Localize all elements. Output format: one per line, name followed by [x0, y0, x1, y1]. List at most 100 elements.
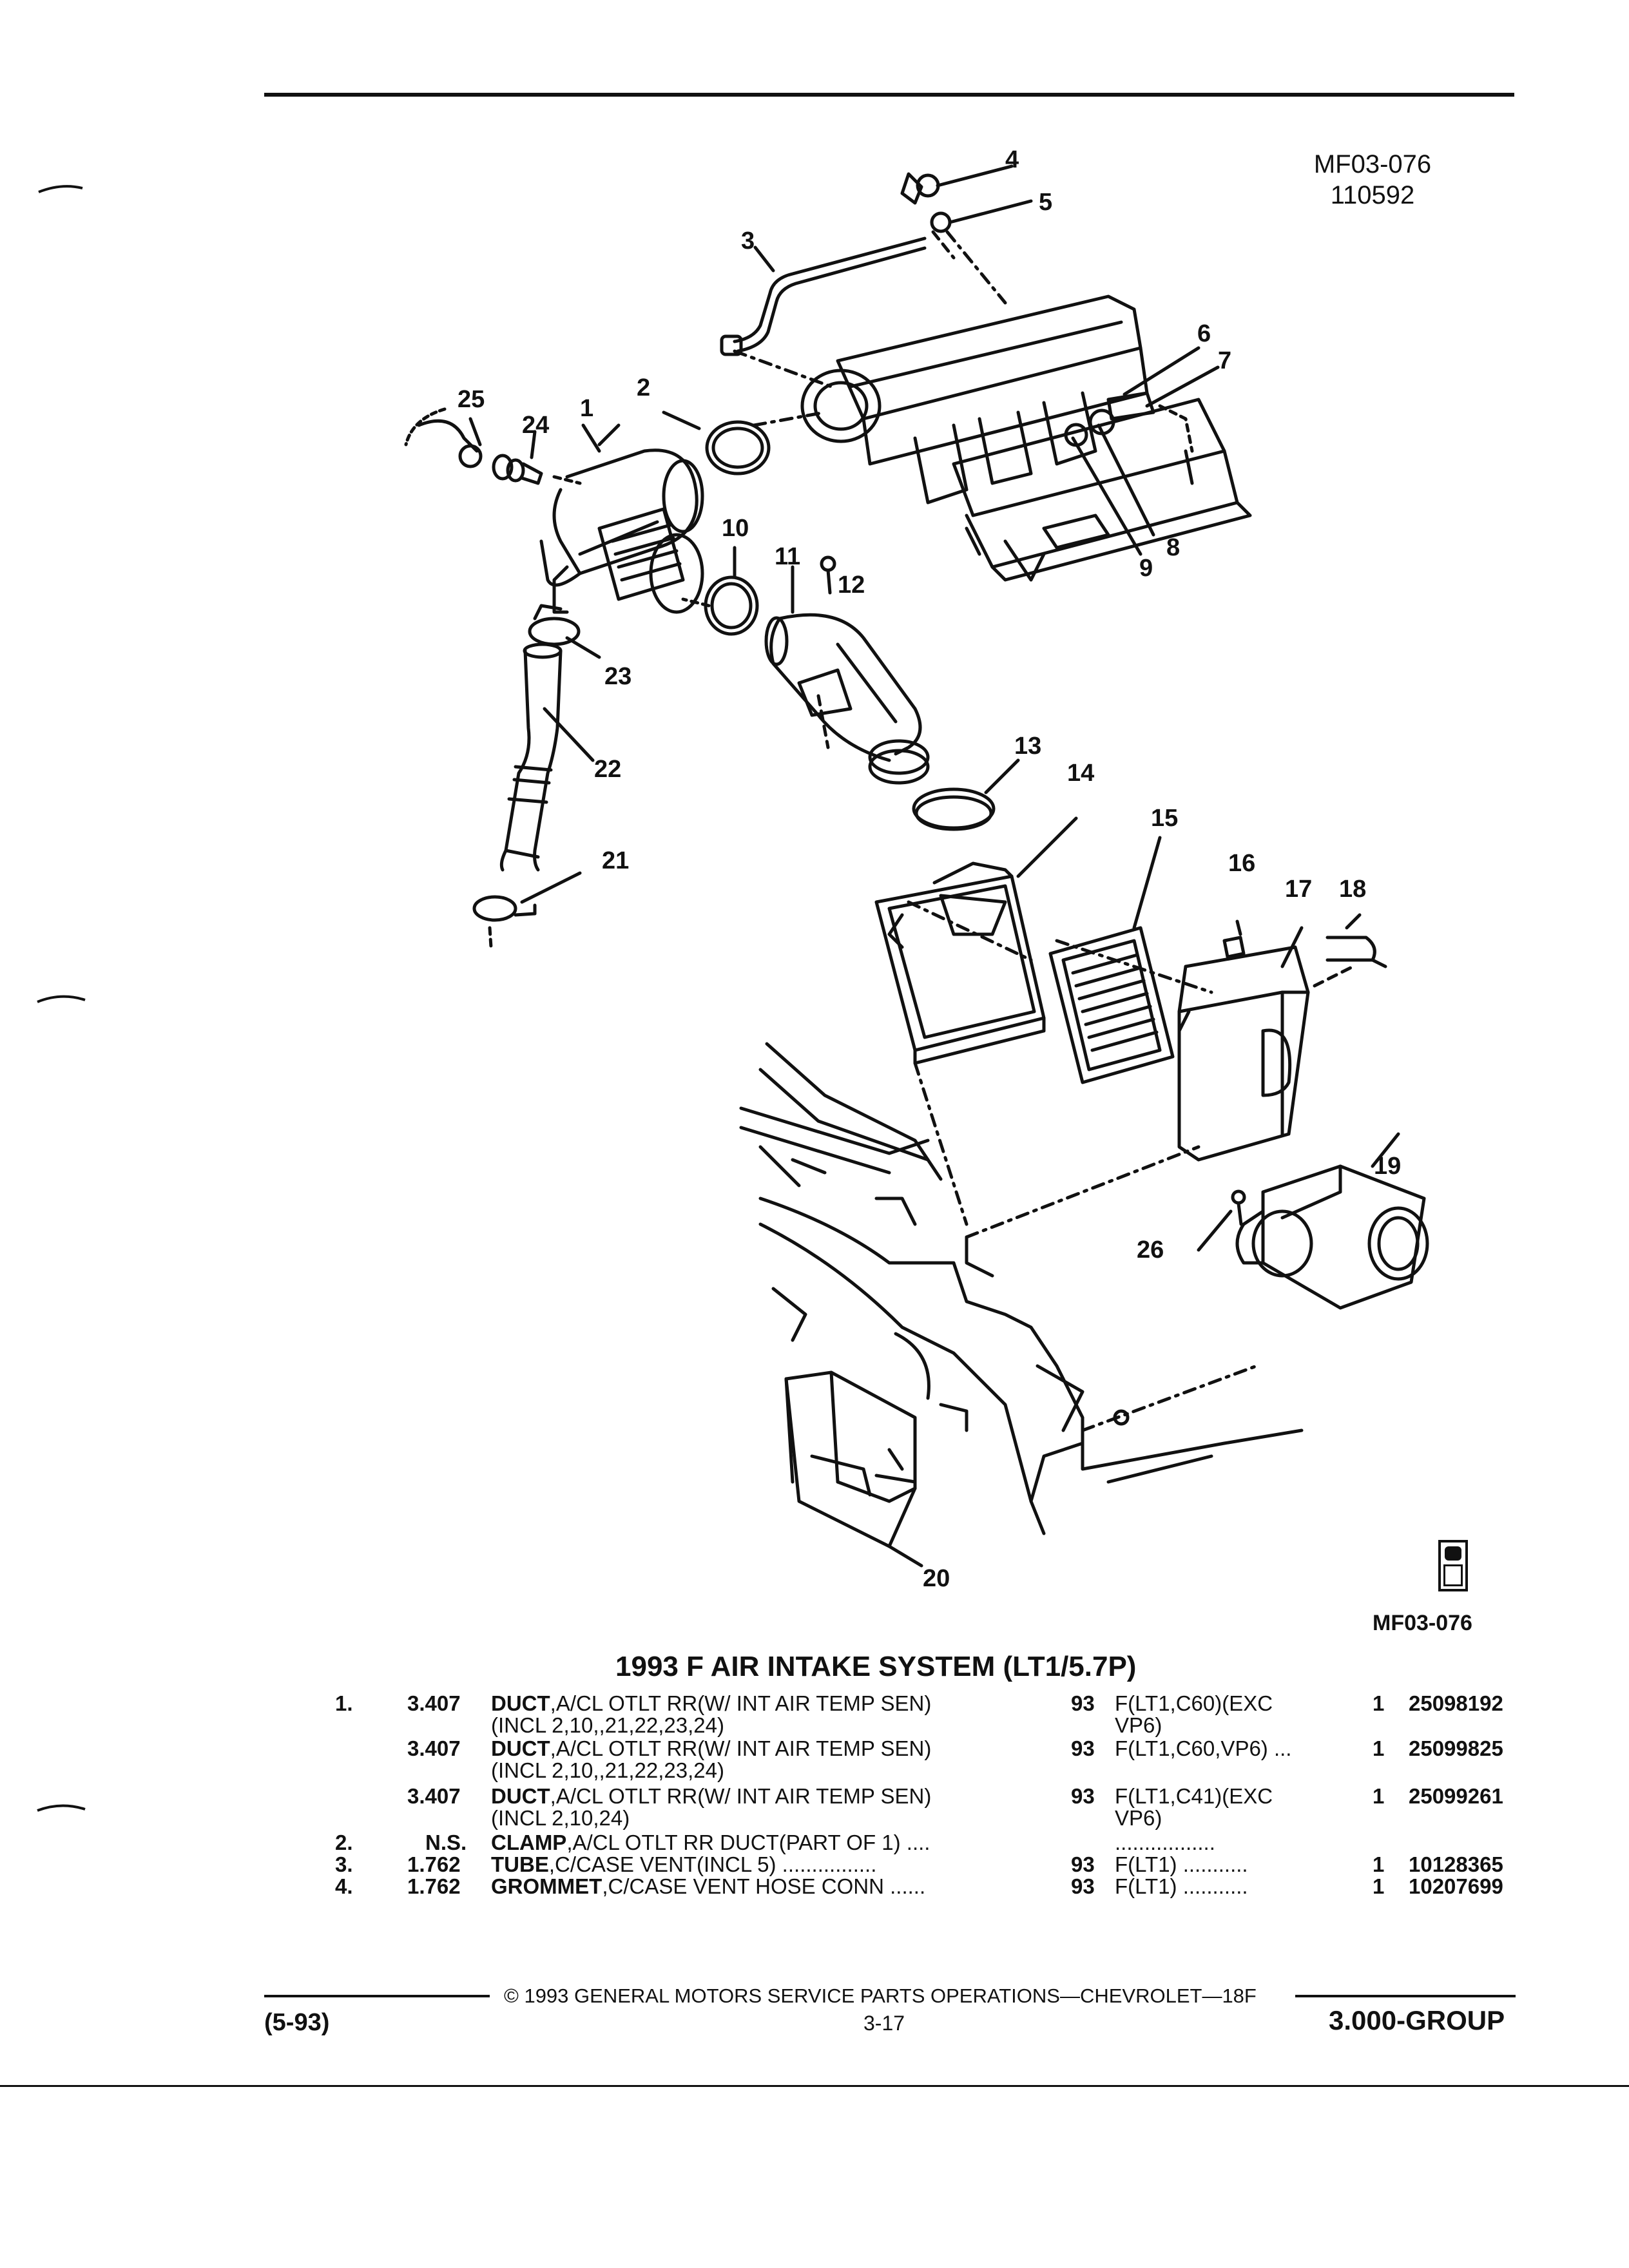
part-desc: ,A/CL OTLT RR DUCT(PART OF 1) .... [566, 1831, 930, 1854]
usage-line2: VP6) [1115, 1713, 1162, 1737]
callout-3: 3 [741, 227, 755, 255]
callout-5: 5 [1039, 189, 1053, 216]
usage: F(LT1) ........... [1115, 1874, 1248, 1898]
duct-part-11 [764, 565, 930, 785]
usage: F(LT1) ........... [1115, 1852, 1248, 1876]
duct-part-1 [539, 423, 704, 614]
year: 93 [1071, 1691, 1095, 1715]
part-description-line2: (INCL 2,10,,21,22,23,24) [491, 1758, 725, 1782]
callout-23: 23 [604, 663, 632, 690]
part-number: 25098192 [1409, 1691, 1503, 1715]
part-name: DUCT [491, 1784, 550, 1808]
quantity: 1 [1373, 1784, 1385, 1808]
bracket-part-20 [784, 1370, 923, 1568]
group-number: 3.407 [407, 1691, 461, 1715]
callout-24: 24 [522, 412, 550, 439]
gm-spo-logo [1438, 1540, 1468, 1591]
callout-16: 16 [1228, 850, 1256, 877]
bottom-rule [0, 2085, 1629, 2087]
part-number: 10128365 [1409, 1852, 1503, 1876]
callout-20: 20 [923, 1565, 950, 1592]
part-name: GROMMET [491, 1874, 602, 1898]
group-label: 3.000-GROUP [1329, 2005, 1505, 2035]
callout-19: 19 [1374, 1153, 1402, 1180]
group-number: 1.762 [407, 1852, 461, 1876]
part-description: DUCT,A/CL OTLT RR(W/ INT AIR TEMP SEN) [491, 1737, 931, 1760]
part-description: TUBE,C/CASE VENT(INCL 5) ...............… [491, 1853, 876, 1876]
year: 93 [1071, 1852, 1095, 1876]
callout-7: 7 [1218, 347, 1232, 374]
group-number: 3.407 [407, 1784, 461, 1808]
item-number: 2. [335, 1831, 353, 1854]
callout-26: 26 [1137, 1236, 1164, 1264]
year: 93 [1071, 1736, 1095, 1760]
callout-1: 1 [580, 395, 594, 422]
footer-rule-right [1295, 1995, 1516, 1997]
part-desc: ,A/CL OTLT RR(W/ INT AIR TEMP SEN) [550, 1736, 932, 1760]
quantity: 1 [1373, 1736, 1385, 1760]
year: 93 [1071, 1874, 1095, 1898]
group-number: 1.762 [407, 1874, 461, 1898]
drawing-code: MF03-076 [1313, 150, 1432, 178]
item-number: 1. [335, 1691, 353, 1715]
year: 93 [1071, 1784, 1095, 1808]
drawing-date: 110592 [1330, 181, 1415, 209]
footer-rule-left [264, 1995, 490, 1997]
hose-part-22 [499, 642, 595, 872]
part-description-line2: (INCL 2,10,24) [491, 1806, 630, 1830]
page-number: 3-17 [863, 2012, 905, 2035]
part-number: 25099825 [1409, 1736, 1503, 1760]
part-name: DUCT [491, 1691, 550, 1715]
callout-18: 18 [1339, 876, 1367, 903]
part-desc: ,C/CASE VENT HOSE CONN ...... [602, 1874, 926, 1898]
part-name: CLAMP [491, 1831, 567, 1854]
part-description: DUCT,A/CL OTLT RR(W/ INT AIR TEMP SEN) [491, 1692, 931, 1715]
part-number: 10207699 [1409, 1874, 1503, 1898]
quantity: 1 [1373, 1874, 1385, 1898]
group-number: 3.407 [407, 1736, 461, 1760]
callout-10: 10 [722, 515, 749, 542]
copyright-line: © 1993 GENERAL MOTORS SERVICE PARTS OPER… [504, 1984, 1257, 2007]
part-description: DUCT,A/CL OTLT RR(W/ INT AIR TEMP SEN) [491, 1785, 931, 1808]
part-description: GROMMET,C/CASE VENT HOSE CONN ...... [491, 1875, 925, 1898]
callout-14: 14 [1067, 760, 1095, 787]
part-description-line2: (INCL 2,10,,21,22,23,24) [491, 1713, 725, 1737]
callout-25: 25 [458, 386, 485, 413]
engine-manifold [800, 294, 1252, 582]
usage-line2: VP6) [1115, 1806, 1162, 1830]
callout-15: 15 [1151, 805, 1179, 832]
figure-code: MF03-076 [1373, 1611, 1472, 1635]
air-cleaner-lid-part-14 [874, 816, 1078, 1065]
callout-17: 17 [1285, 876, 1313, 903]
usage: F(LT1,C60)(EXC [1115, 1691, 1273, 1715]
catalog-title: 1993 F AIR INTAKE SYSTEM (LT1/5.7P) [615, 1651, 1137, 1682]
usage: F(LT1,C41)(EXC [1115, 1784, 1273, 1808]
part-description: CLAMP,A/CL OTLT RR DUCT(PART OF 1) .... [491, 1831, 930, 1854]
margin-marks [37, 185, 86, 1812]
group-number: N.S. [425, 1831, 467, 1854]
callout-4: 4 [1005, 146, 1019, 173]
part-number: 25099261 [1409, 1784, 1503, 1808]
vehicle-frame [739, 1042, 1304, 1535]
callout-21: 21 [602, 847, 630, 874]
part-desc: ,A/CL OTLT RR(W/ INT AIR TEMP SEN) [550, 1784, 932, 1808]
part-name: DUCT [491, 1736, 550, 1760]
air-filter-part-15 [1048, 836, 1175, 1084]
exploded-parts-diagram [404, 164, 1429, 1568]
inlet-duct-part-19 [1235, 1132, 1429, 1310]
callout-2: 2 [637, 374, 651, 401]
vent-tube-part-3 [733, 236, 927, 343]
air-cleaner-housing-part-17 [1177, 945, 1310, 1162]
callout-6: 6 [1197, 320, 1211, 347]
callout-9: 9 [1139, 555, 1153, 582]
quantity: 1 [1373, 1691, 1385, 1715]
usage: F(LT1,C60,VP6) ... [1115, 1736, 1292, 1760]
callout-8: 8 [1166, 534, 1181, 561]
callout-11: 11 [775, 543, 801, 570]
part-desc: ,C/CASE VENT(INCL 5) ................ [548, 1852, 877, 1876]
item-number: 4. [335, 1874, 353, 1898]
item-number: 3. [335, 1852, 353, 1876]
callout-22: 22 [594, 756, 622, 783]
part-desc: ,A/CL OTLT RR(W/ INT AIR TEMP SEN) [550, 1691, 932, 1715]
part-name: TUBE [491, 1852, 549, 1876]
